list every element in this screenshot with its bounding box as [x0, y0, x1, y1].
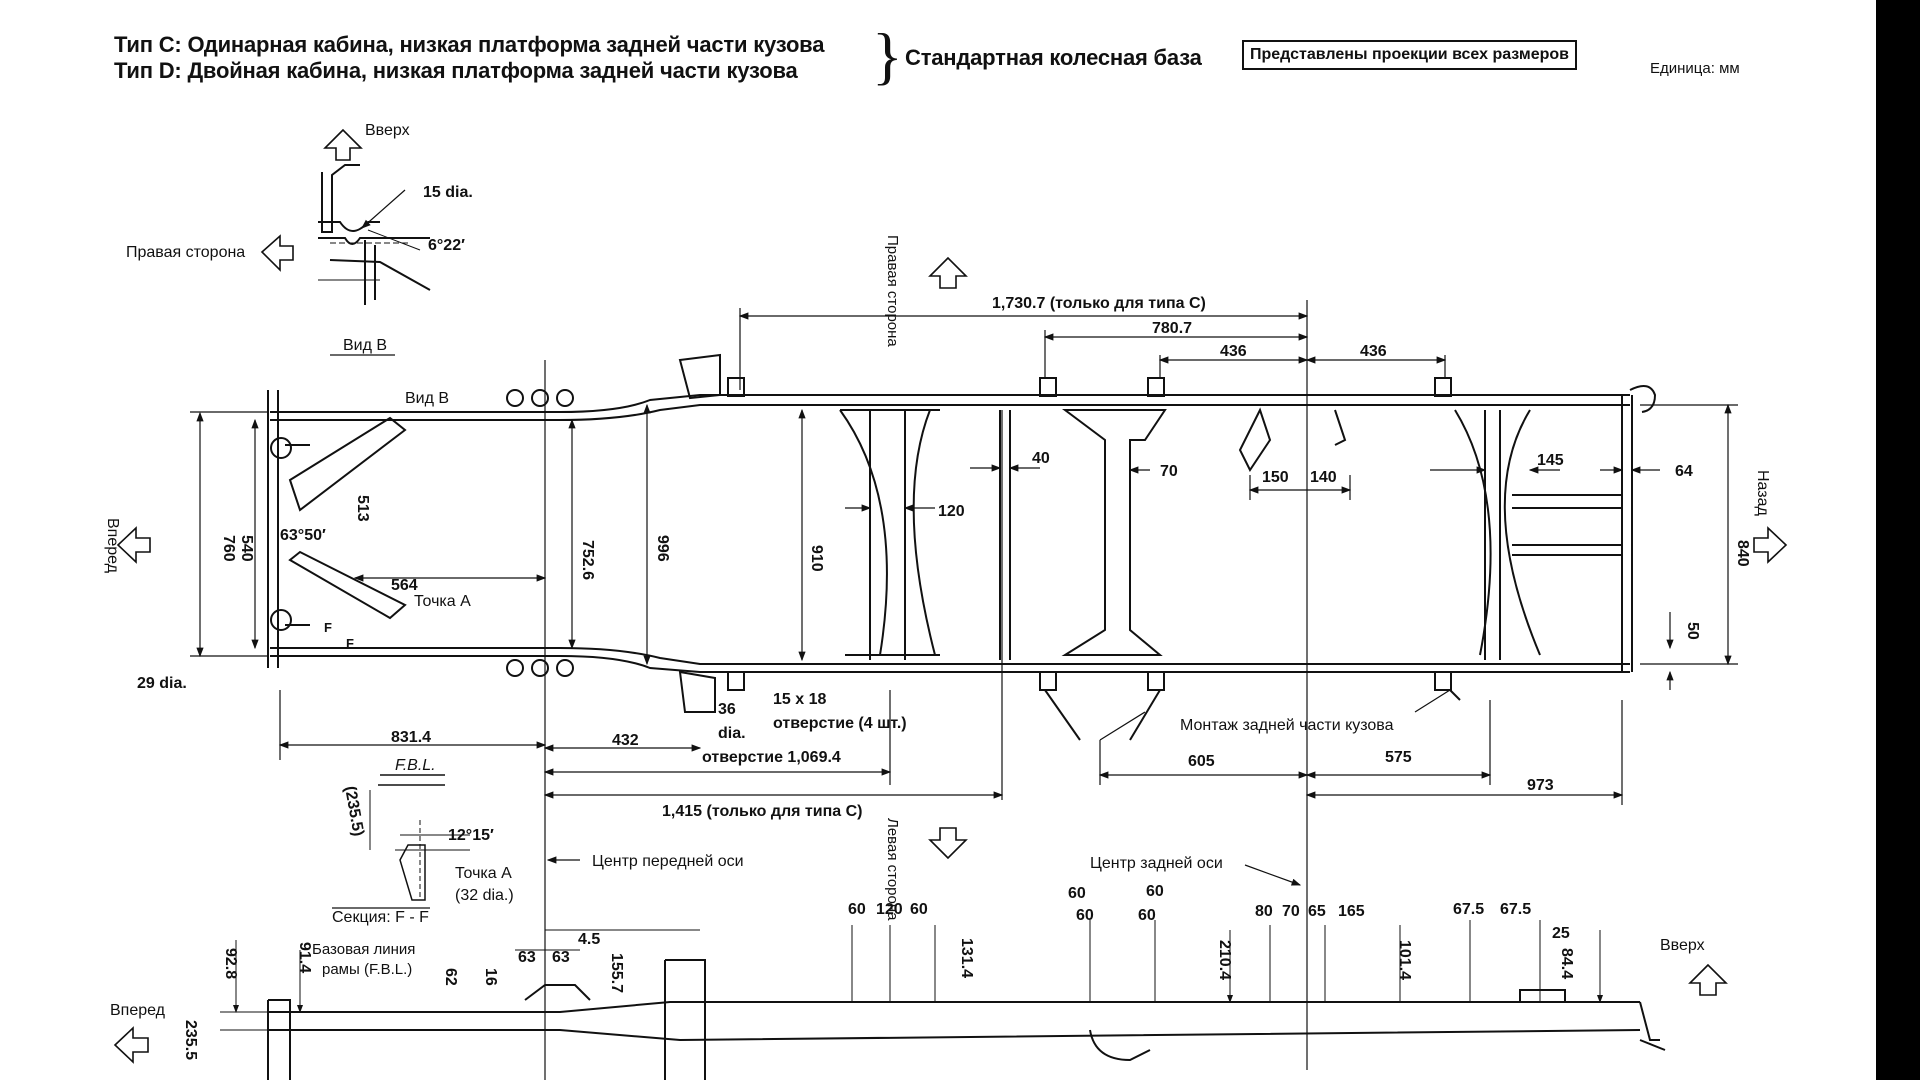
view-b-title: Вид B: [343, 337, 387, 354]
type-c-title: Тип C: Одинарная кабина, низкая платформ…: [114, 32, 825, 57]
side-155: 155.7: [608, 953, 625, 993]
angle-6-22: 6°22′: [428, 237, 465, 254]
rear-label: Назад: [1754, 470, 1771, 517]
dim-605: 605: [1188, 753, 1215, 770]
up2-label: Вверх: [1660, 937, 1705, 954]
header: Тип C: Одинарная кабина, низкая платформ…: [0, 0, 1920, 100]
section-point-dia: (32 dia.): [455, 887, 514, 904]
side-16: 16: [482, 968, 499, 986]
f-mark-2: F: [346, 636, 354, 651]
brace: }: [872, 20, 903, 91]
angle-63-50: 63°50′: [280, 527, 326, 544]
side-91: 91.4: [296, 942, 313, 973]
dim-70: 70: [1160, 463, 1178, 480]
side-67b: 67.5: [1500, 901, 1531, 918]
side-80: 80: [1255, 903, 1273, 920]
dim-64: 64: [1675, 463, 1693, 480]
dim-29dia: 29 dia.: [137, 675, 187, 692]
f-mark-1: F: [324, 620, 332, 635]
side-62: 62: [442, 968, 459, 986]
side-60e: 60: [1076, 907, 1094, 924]
right-side-top-label: Правая сторона: [884, 235, 901, 347]
page-edge: [1876, 0, 1920, 1080]
side-165: 165: [1338, 903, 1365, 920]
forward-label: Вперед: [104, 518, 121, 574]
fbl-label-1: Базовая линия: [312, 941, 415, 958]
dim-760: 760: [220, 535, 237, 562]
section-fbl: F.B.L.: [395, 757, 436, 774]
side-60c: 60: [1068, 885, 1086, 902]
rear-axle-center: Центр задней оси: [1090, 855, 1223, 872]
dim-432: 432: [612, 732, 639, 749]
side-92: 92.8: [222, 948, 239, 979]
side-60f: 60: [1138, 907, 1156, 924]
dim-dia: dia.: [718, 725, 746, 742]
side-25: 25: [1552, 925, 1570, 942]
side-67a: 67.5: [1453, 901, 1484, 918]
side-60a: 60: [848, 901, 866, 918]
side-60d: 60: [1146, 883, 1164, 900]
side-84: 84.4: [1558, 948, 1575, 979]
rear-body-mount: Монтаж задней части кузова: [1180, 717, 1394, 734]
dim-36: 36: [718, 701, 736, 718]
dim-120: 120: [938, 503, 965, 520]
dim-575: 575: [1385, 749, 1412, 766]
side-60b: 60: [910, 901, 928, 918]
dim-780: 780.7: [1152, 320, 1192, 337]
dim-996: 996: [654, 535, 671, 562]
dim-436b: 436: [1360, 343, 1387, 360]
section-title: Секция: F - F: [332, 909, 429, 926]
frame-top-view: [267, 353, 1657, 741]
side-120: 120: [876, 901, 903, 918]
dim-513: 513: [354, 495, 371, 522]
wheelbase-title: Стандартная колесная база: [905, 45, 1202, 70]
dim-831: 831.4: [391, 729, 431, 746]
unit-label: Единица: мм: [1650, 60, 1740, 77]
frame-side-view: [113, 920, 1728, 1080]
dim-1730: 1,730.7 (только для типа C): [992, 295, 1206, 312]
right-side-label: Правая сторона: [126, 244, 245, 261]
up-label: Вверх: [365, 122, 410, 139]
projections-box: Представлены проекции всех размеров: [1242, 40, 1577, 70]
holes-4pcs: отверстие (4 шт.): [773, 715, 907, 732]
dim-436a: 436: [1220, 343, 1247, 360]
section-point-a: Точка A: [455, 865, 512, 882]
side-70: 70: [1282, 903, 1300, 920]
dim-140: 140: [1310, 469, 1337, 486]
type-d-title: Тип D: Двойная кабина, низкая платформа …: [114, 58, 798, 83]
dim-910: 910: [808, 545, 825, 572]
dim-40: 40: [1032, 450, 1050, 467]
side-131: 131.4: [958, 938, 975, 978]
view-b-detail: [260, 128, 431, 356]
view-b-arrow-label: Вид B: [405, 390, 449, 407]
front-axle-center: Центр передней оси: [592, 853, 744, 870]
dim-564: 564: [391, 577, 418, 594]
hole-15dia: 15 dia.: [423, 184, 473, 201]
side-65: 65: [1308, 903, 1326, 920]
side-210: 210.4: [1216, 940, 1233, 980]
dim-973: 973: [1527, 777, 1554, 794]
side-4-5: 4.5: [578, 931, 600, 948]
hole-15x18: 15 x 18: [773, 691, 826, 708]
dim-540: 540: [238, 535, 255, 562]
section-angle: 12°15′: [448, 827, 494, 844]
side-63a: 63: [518, 949, 536, 966]
dim-150: 150: [1262, 469, 1289, 486]
hole-1069: отверстие 1,069.4: [702, 749, 841, 766]
side-101: 101.4: [1396, 940, 1413, 980]
side-63b: 63: [552, 949, 570, 966]
dim-145: 145: [1537, 452, 1564, 469]
section-dim-235: (235.5): [341, 785, 367, 838]
side-235: 235.5: [182, 1020, 199, 1060]
dim-752: 752.6: [579, 540, 596, 580]
fbl-label-2: рамы (F.B.L.): [322, 961, 412, 978]
left-side-label: Левая сторона: [884, 818, 901, 921]
dim-1415: 1,415 (только для типа C): [662, 803, 863, 820]
dim-840: 840: [1734, 540, 1751, 567]
dim-50: 50: [1684, 622, 1701, 640]
point-a-label: Точка A: [414, 593, 471, 610]
section-ff: [332, 774, 470, 909]
forward2-label: Вперед: [110, 1002, 166, 1019]
